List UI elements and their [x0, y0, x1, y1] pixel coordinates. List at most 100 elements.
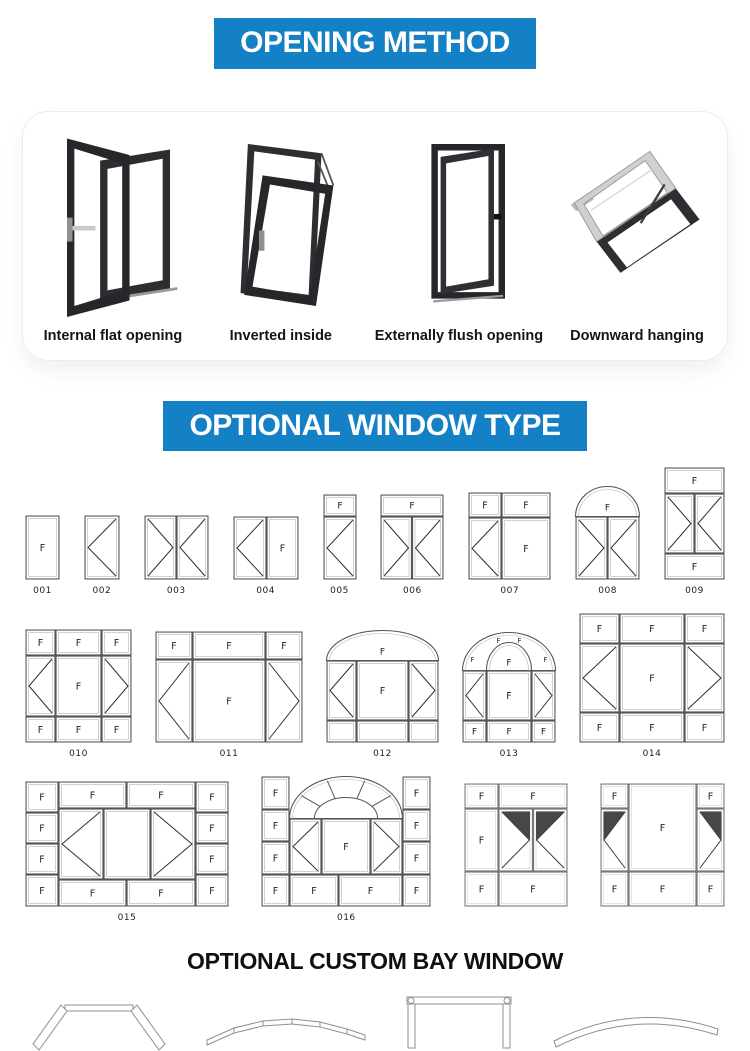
window-type-number: 002 — [92, 586, 112, 596]
svg-text:F: F — [478, 791, 483, 802]
svg-text:F: F — [543, 656, 547, 664]
window-type-005-diagram: F — [323, 494, 356, 580]
svg-text:F: F — [483, 500, 488, 511]
svg-text:F: F — [337, 501, 342, 512]
window-type-number: 014 — [642, 749, 662, 759]
inverted-inside-window-icon — [240, 143, 335, 306]
downward-hanging-illustration — [563, 133, 711, 322]
svg-text:F: F — [414, 788, 419, 799]
window-type-009-diagram: FF — [664, 467, 725, 580]
opening-method-item: Internal flat opening — [39, 133, 187, 344]
window-type-number: 011 — [219, 749, 239, 759]
svg-text:F: F — [597, 624, 602, 635]
svg-text:F: F — [414, 886, 419, 897]
svg-text:F: F — [649, 723, 654, 734]
window-type-number: 005 — [330, 586, 349, 596]
corner-90-sill-icon — [406, 996, 512, 1049]
svg-text:F: F — [39, 792, 44, 803]
window-type-002-diagram — [84, 515, 120, 580]
spliced-curved-sill-diagram — [201, 1011, 371, 1051]
svg-text:F: F — [612, 884, 617, 895]
window-type-banner-wrap: OPTIONAL WINDOW TYPE — [0, 361, 750, 451]
bay-window-heading: OPTIONAL CUSTOM BAY WINDOW — [187, 948, 563, 974]
opening-method-label: Downward hanging — [570, 327, 704, 344]
window-type-number: 006 — [403, 586, 422, 596]
svg-text:F: F — [414, 853, 419, 864]
window-type-001-diagram: F — [25, 515, 60, 580]
svg-text:F: F — [530, 791, 535, 802]
window-type-banner: OPTIONAL WINDOW TYPE — [163, 400, 587, 451]
svg-text:F: F — [209, 886, 214, 897]
opening-method-label: Externally flush opening — [374, 327, 544, 344]
opening-method-label: Internal flat opening — [43, 327, 183, 344]
window-type-number: 008 — [598, 586, 617, 596]
svg-text:F: F — [158, 888, 163, 899]
svg-text:F: F — [226, 641, 231, 652]
svg-text:F: F — [496, 637, 500, 645]
svg-text:F: F — [605, 504, 610, 514]
externally-flush-opening-window-icon — [431, 143, 505, 303]
bay-window-row: 135°corner sill Splicing curved window s… — [10, 991, 740, 1051]
bay-window-item: bay curved window sill — [546, 1001, 726, 1051]
svg-text:F: F — [692, 476, 697, 487]
svg-text:F: F — [660, 884, 665, 895]
opening-method-card: Internal flat opening Inverted inside Ex… — [22, 110, 728, 361]
window-type-number: 009 — [685, 586, 704, 596]
svg-text:F: F — [517, 637, 521, 645]
svg-text:F: F — [649, 673, 654, 684]
svg-text:F: F — [158, 790, 163, 801]
svg-text:F: F — [114, 725, 119, 736]
svg-text:F: F — [506, 691, 511, 702]
corner-90-sill-diagram — [399, 991, 519, 1051]
inverted-inside-illustration — [207, 133, 355, 322]
svg-text:F: F — [470, 656, 474, 664]
externally-flush-opening-illustration — [385, 133, 533, 322]
svg-text:F: F — [541, 727, 546, 738]
svg-text:F: F — [39, 823, 44, 834]
svg-text:F: F — [209, 792, 214, 803]
svg-text:F: F — [380, 686, 385, 697]
svg-text:F: F — [708, 884, 713, 895]
svg-text:F: F — [708, 791, 713, 802]
bay-curved-sill-diagram — [546, 1001, 726, 1051]
bay-curved-sill-icon — [553, 1016, 719, 1048]
svg-text:F: F — [702, 624, 707, 635]
svg-text:F: F — [692, 562, 697, 573]
svg-text:F: F — [39, 854, 44, 865]
svg-text:F: F — [612, 791, 617, 802]
window-type-number: 016 — [336, 913, 356, 923]
svg-text:F: F — [38, 638, 43, 649]
bay-window-item: 135°corner sill — [24, 998, 174, 1051]
window-type-number: 015 — [117, 913, 137, 923]
window-type-number: 004 — [256, 586, 275, 596]
svg-text:F: F — [506, 727, 511, 738]
window-type-number: 012 — [373, 749, 392, 759]
svg-text:F: F — [273, 821, 278, 832]
svg-text:F: F — [171, 641, 176, 652]
svg-text:F: F — [524, 500, 529, 511]
svg-text:F: F — [76, 638, 81, 649]
svg-text:F: F — [472, 727, 477, 738]
svg-text:F: F — [209, 854, 214, 865]
svg-text:F: F — [273, 853, 278, 864]
